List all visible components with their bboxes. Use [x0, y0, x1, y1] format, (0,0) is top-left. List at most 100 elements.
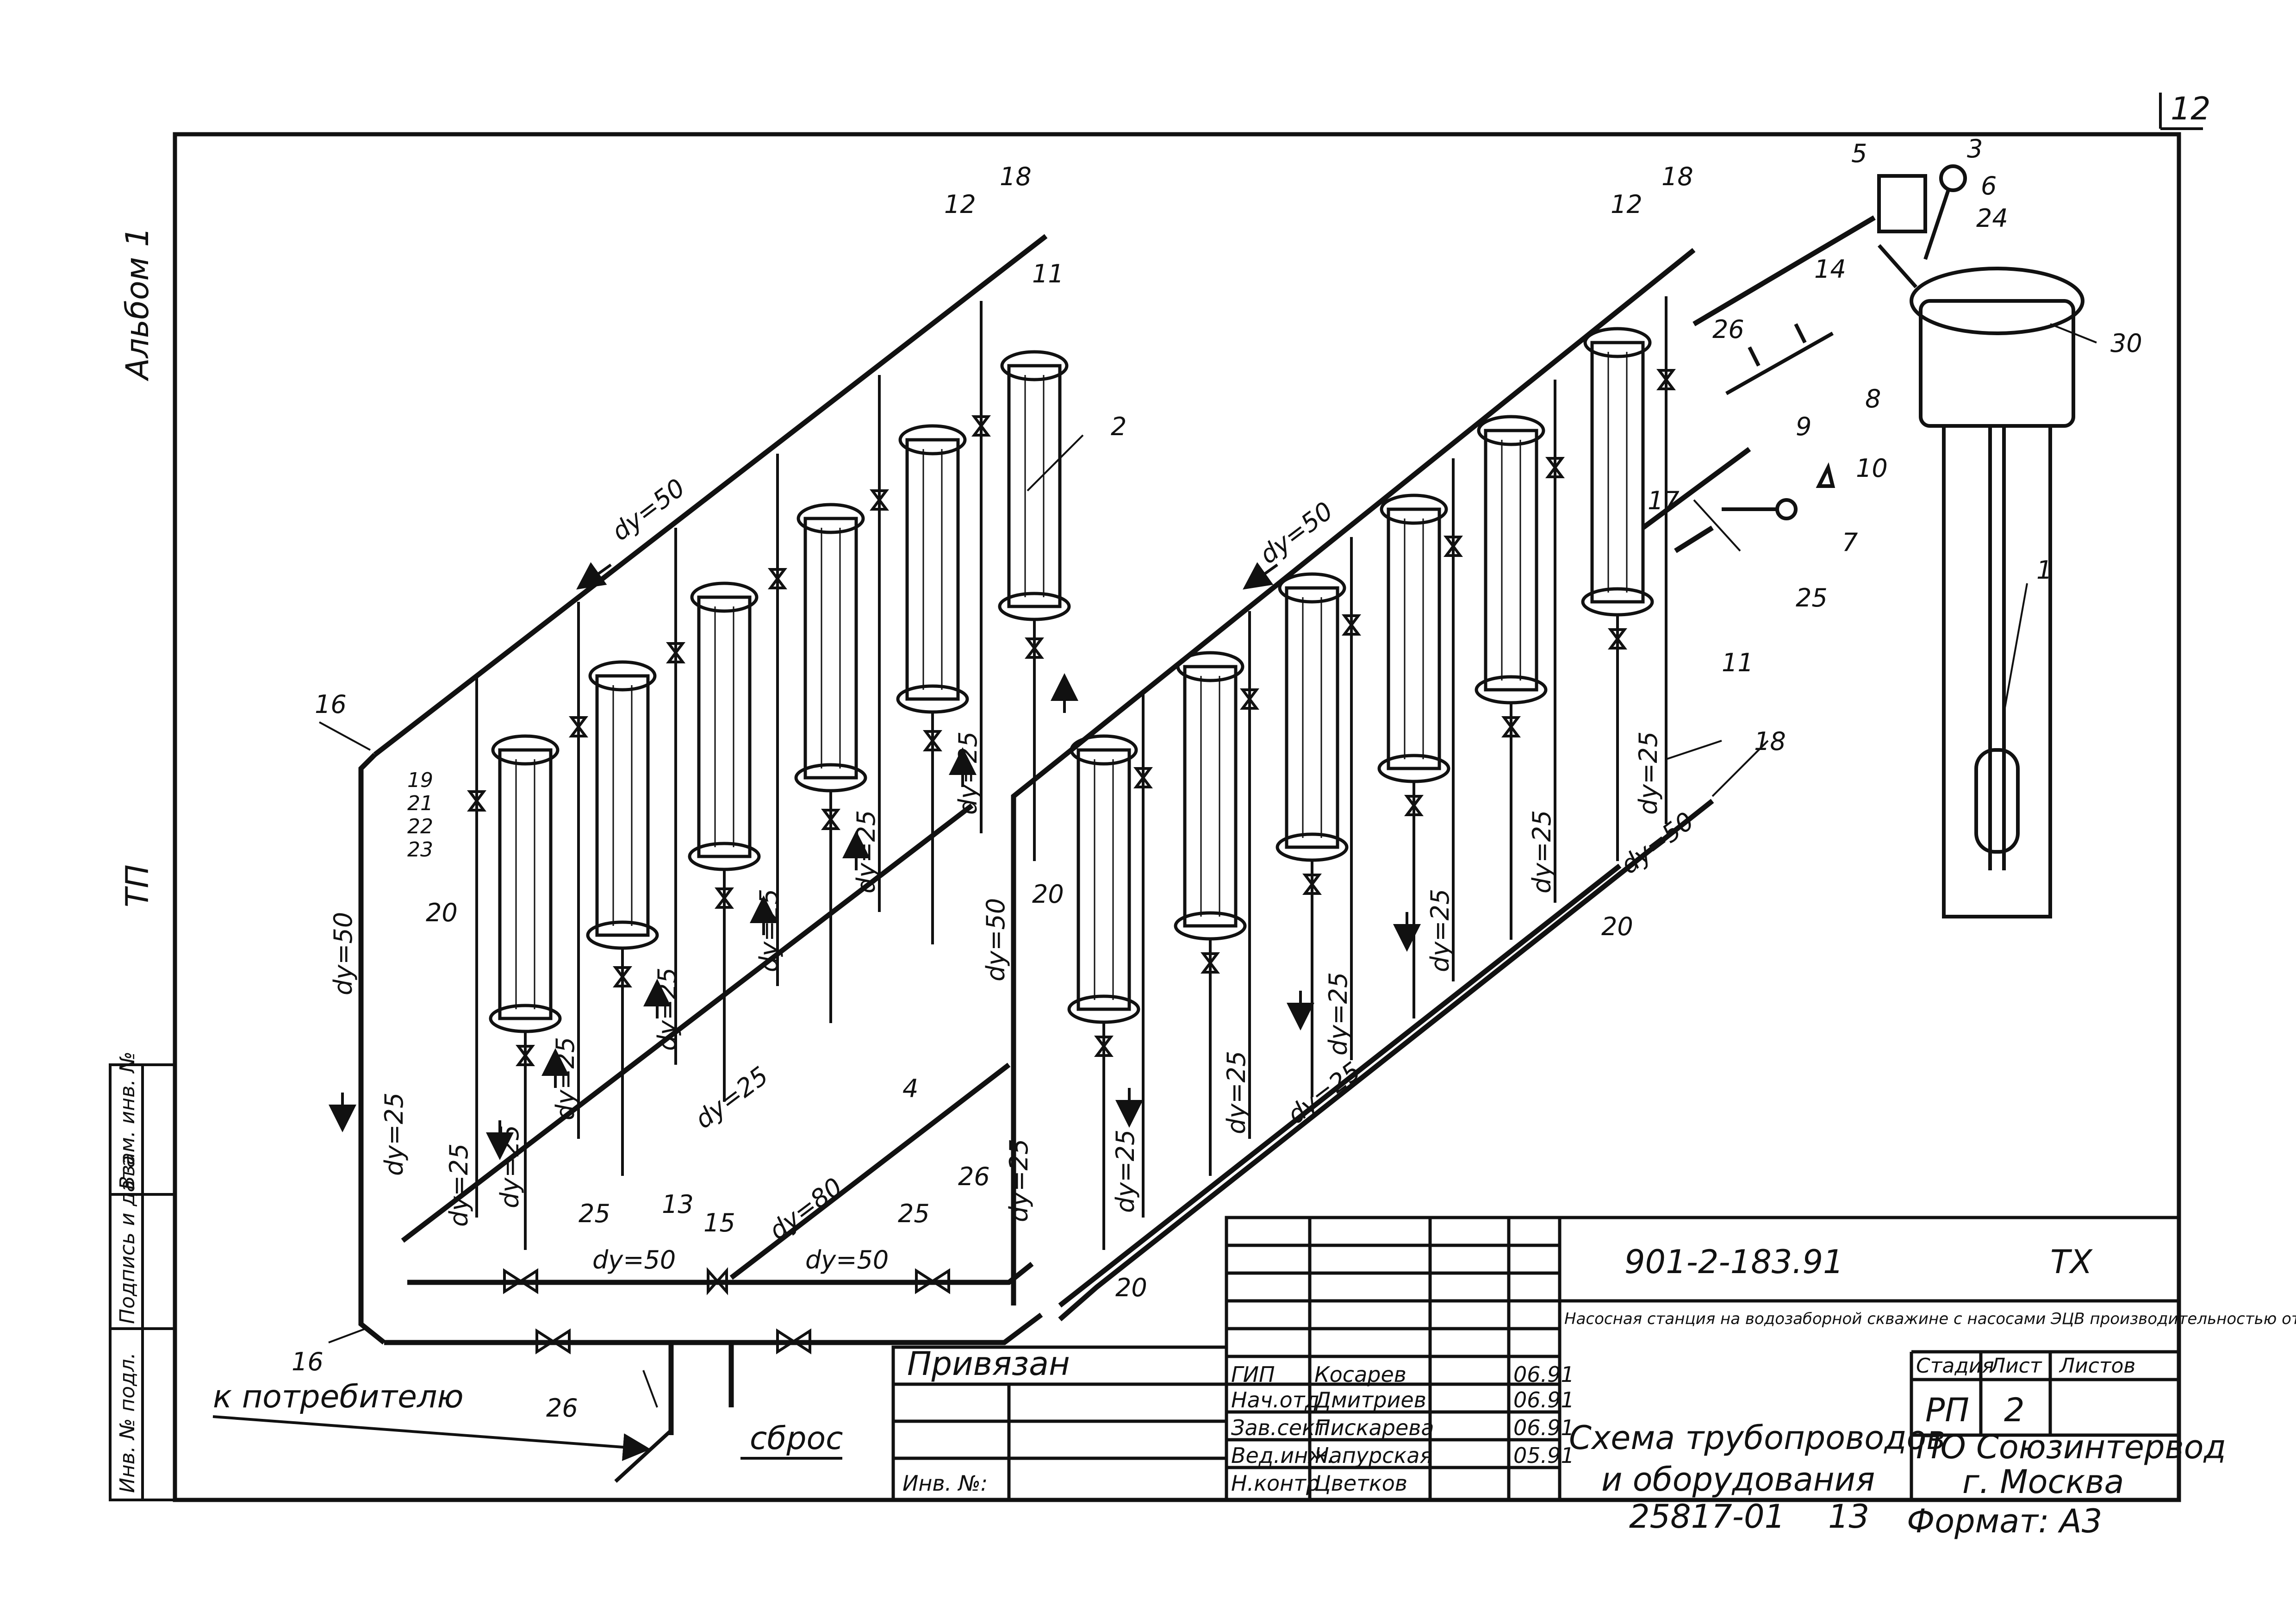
- dim-left-bottom: dу=25: [380, 1093, 409, 1176]
- callout-11: 11: [1722, 648, 1754, 677]
- filters-left: [489, 350, 1071, 1033]
- org-name: ПО Союзинтервод: [1916, 1428, 2226, 1466]
- inv-page: 13: [1828, 1498, 1869, 1536]
- callout-5: 5: [1851, 139, 1867, 168]
- dim-branch: dу=25: [1634, 731, 1663, 815]
- dim-branch: dу=25: [1222, 1051, 1251, 1134]
- dim-branch: dу=25: [653, 968, 682, 1051]
- dim-right-header: dу=50: [1254, 496, 1338, 570]
- callout-26: 26: [958, 1162, 990, 1191]
- signature-rows: ГИП Косарев 06.91 Нач.отд Дмитриев 06.91…: [1231, 1362, 1574, 1496]
- dim-branch: dу=25: [1425, 889, 1455, 972]
- name: Чапурская: [1314, 1443, 1432, 1468]
- callout-25: 25: [579, 1199, 610, 1228]
- callout-18: 18: [1661, 162, 1693, 191]
- callout-26: 26: [1712, 315, 1744, 344]
- filter-column: [489, 734, 562, 1033]
- callout-20: 20: [426, 898, 458, 927]
- consumer-arrow: [212, 1415, 672, 1483]
- role: ГИП: [1231, 1362, 1275, 1387]
- main-pipes: [358, 215, 1876, 1435]
- name: Пискарева: [1314, 1415, 1434, 1440]
- callout-24: 24: [1976, 204, 2008, 233]
- dim-right-lower: dу=50: [1615, 806, 1699, 880]
- flow-arrows: [329, 562, 1421, 1160]
- section-code: ТХ: [2050, 1243, 2093, 1281]
- callout-15: 15: [703, 1208, 735, 1237]
- attached-label: Привязан: [907, 1345, 1070, 1383]
- format-label: Формат: А3: [1907, 1502, 2102, 1540]
- date: 06.91: [1513, 1362, 1574, 1387]
- role: Зав.сект: [1231, 1415, 1328, 1440]
- filter-column: [1276, 572, 1349, 862]
- dim-branch: dу=25: [953, 731, 983, 815]
- callouts: [319, 323, 2097, 1408]
- callout-16: 16: [315, 690, 347, 719]
- dim-branch: dу=25: [551, 1037, 580, 1120]
- callout-12: 12: [944, 190, 976, 219]
- title-block: [891, 1216, 2181, 1502]
- pump-unit: [1722, 164, 2084, 918]
- callout-14: 14: [1814, 255, 1846, 284]
- side-stamp-inv: Инв. № подл.: [116, 1352, 139, 1493]
- stage-header: Стадия: [1916, 1354, 1994, 1378]
- callout-6: 6: [1981, 171, 1997, 200]
- callout-3: 3: [1967, 134, 1983, 163]
- callout-9: 9: [1796, 412, 1811, 441]
- callout-7: 7: [1842, 528, 1858, 557]
- dim-branch: dу=25: [1004, 1139, 1033, 1222]
- drawing-title-1: Схема трубопроводов: [1569, 1419, 1946, 1457]
- inv-no-label: Инв. №:: [902, 1471, 988, 1496]
- dim-left-header: dу=50: [606, 473, 691, 547]
- side-stamp-replace: Взам. инв. №: [116, 1051, 139, 1190]
- date: 05.91: [1513, 1443, 1574, 1468]
- callout-10: 10: [1856, 454, 1888, 483]
- sheet-value: 2: [2004, 1391, 2025, 1429]
- date: 06.91: [1513, 1415, 1574, 1440]
- sheet-header: Лист: [1989, 1354, 2042, 1378]
- name: Дмитриев: [1313, 1387, 1426, 1412]
- drawing-title-2: и оборудования: [1601, 1461, 1875, 1499]
- name: Косарев: [1314, 1362, 1406, 1387]
- role: Вед.инж.: [1231, 1443, 1334, 1468]
- filters-right: [1067, 327, 1654, 1024]
- callout-19: 19: [407, 768, 433, 792]
- filter-column: [586, 660, 659, 950]
- callout-20: 20: [1032, 880, 1064, 909]
- dim-manifold-right: dу=50: [805, 1245, 889, 1274]
- role: Нач.отд: [1231, 1387, 1319, 1412]
- callout-18: 18: [1000, 162, 1032, 191]
- page-number: 12: [2171, 91, 2211, 127]
- dim-branch: dу=25: [852, 810, 881, 893]
- callout-20: 20: [1115, 1273, 1147, 1302]
- callout-30: 30: [2110, 329, 2142, 358]
- dim-branch: dу=25: [1324, 972, 1353, 1056]
- inv-code: 25817-01: [1629, 1498, 1785, 1536]
- stage-value: РП: [1925, 1391, 1969, 1429]
- callout-16: 16: [292, 1347, 324, 1376]
- callout-18: 18: [1754, 727, 1786, 756]
- filter-column: [1377, 493, 1450, 783]
- callout-20: 20: [1601, 912, 1633, 941]
- dim-manifold-left: dу=50: [592, 1245, 676, 1274]
- doc-code: 901-2-183.91: [1624, 1243, 1844, 1281]
- consumer-label: к потребителю: [213, 1379, 464, 1415]
- dim-center-riser: dу=50: [981, 898, 1010, 981]
- filter-column: [1067, 734, 1140, 1024]
- callout-8: 8: [1865, 384, 1881, 413]
- project-title: Насосная станция на водозаборной скважин…: [1564, 1310, 2296, 1328]
- callout-21: 21: [407, 792, 433, 815]
- album-label: Альбом 1: [119, 227, 156, 381]
- callout-12: 12: [1611, 190, 1643, 219]
- org-city: г. Москва: [1962, 1463, 2124, 1501]
- date: 06.91: [1513, 1387, 1574, 1412]
- filter-column: [896, 424, 969, 714]
- side-stamp-signature: Подпись и дата: [116, 1156, 139, 1324]
- callout-2: 2: [1111, 412, 1126, 441]
- discharge-label: сброс: [750, 1420, 843, 1457]
- filter-column: [1475, 415, 1548, 705]
- dim-left-riser: dу=50: [329, 912, 358, 995]
- side-stamp: [109, 1063, 176, 1501]
- dim-branch: dу=25: [495, 1125, 524, 1208]
- callout-23: 23: [407, 838, 433, 862]
